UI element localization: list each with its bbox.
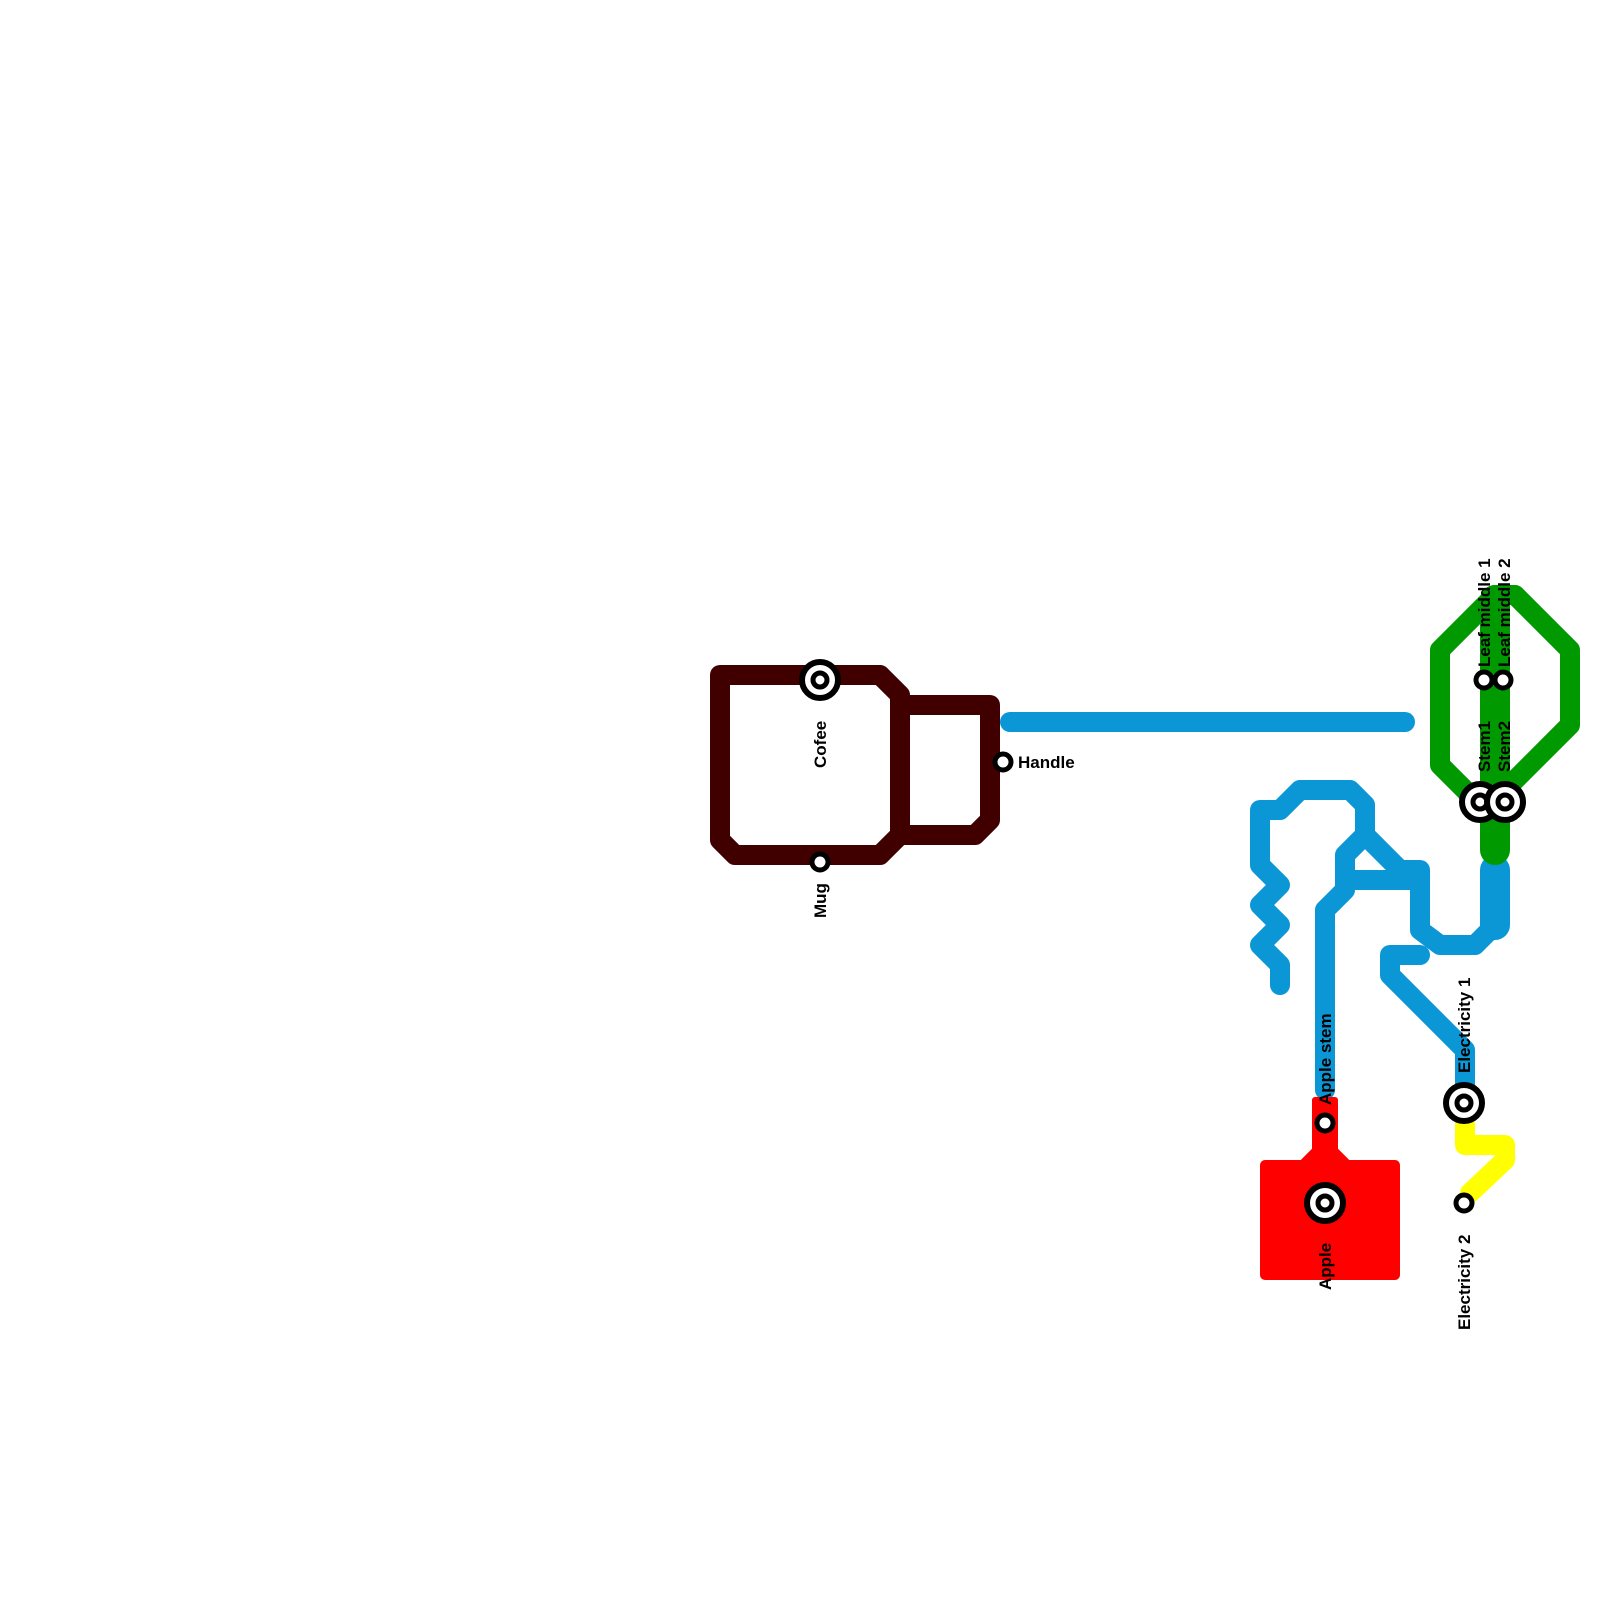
station-label: Electricity 2	[1455, 1235, 1474, 1330]
stop-marker[interactable]	[1314, 1112, 1336, 1134]
apple-neck	[1292, 1097, 1358, 1173]
station-electricity-2[interactable]: Electricity 2	[1453, 1192, 1475, 1330]
station-label: Handle	[1018, 753, 1075, 772]
station-stem2[interactable]: Stem2	[1484, 721, 1526, 823]
station-apple-stem[interactable]: Apple stem	[1314, 1013, 1336, 1134]
station-label: Apple	[1316, 1243, 1335, 1290]
station-mug[interactable]: Mug	[809, 851, 831, 918]
station-cofee[interactable]: Cofee	[799, 659, 841, 768]
station-label: Stem1	[1475, 721, 1494, 772]
station-label: Electricity 1	[1455, 978, 1474, 1073]
interchange-marker-core	[1495, 792, 1515, 812]
mug-line	[710, 665, 1000, 865]
station-label: Apple stem	[1316, 1013, 1335, 1105]
electricity-line	[1455, 1115, 1515, 1203]
electricity-bolt	[1455, 1115, 1515, 1203]
station-handle[interactable]: Handle	[992, 751, 1075, 773]
cable-segment-squiggle	[1250, 780, 1505, 995]
station-label: Stem2	[1495, 721, 1514, 772]
station-apple[interactable]: Apple	[1304, 1182, 1346, 1290]
station-leaf-middle-1[interactable]: Leaf middle 1	[1473, 558, 1495, 691]
mug-body-outline	[710, 665, 910, 865]
stop-marker[interactable]	[992, 751, 1014, 773]
cable-line	[1000, 712, 1510, 1110]
cable-segment-electricity	[1380, 945, 1475, 1110]
stop-marker[interactable]	[1473, 669, 1495, 691]
station-label: Mug	[811, 883, 830, 918]
station-label: Cofee	[811, 721, 830, 768]
station-label: Leaf middle 2	[1495, 558, 1514, 667]
interchange-marker-core	[1454, 1093, 1474, 1113]
station-label: Leaf middle 1	[1475, 558, 1494, 667]
stop-marker[interactable]	[1492, 669, 1514, 691]
station-electricity-1[interactable]: Electricity 1	[1443, 978, 1485, 1124]
interchange-marker-core	[810, 670, 830, 690]
mug-handle-outline	[890, 695, 1000, 845]
station-leaf-middle-2[interactable]: Leaf middle 2	[1492, 558, 1514, 691]
stop-marker[interactable]	[809, 851, 831, 873]
stop-marker[interactable]	[1453, 1192, 1475, 1214]
cable-segment-apple-stem	[1315, 860, 1355, 1100]
interchange-marker-core	[1315, 1193, 1335, 1213]
